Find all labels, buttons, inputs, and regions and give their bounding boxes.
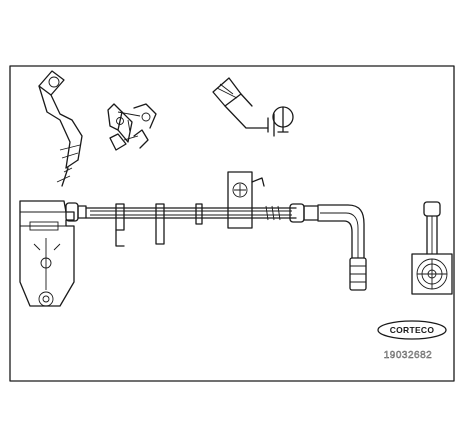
part-number-label: 19032682 bbox=[384, 350, 433, 361]
clip-detail-top-center bbox=[107, 103, 157, 151]
end-view-detail bbox=[411, 201, 453, 295]
bracket-detail-top-left bbox=[38, 70, 83, 187]
brand-logo-text: CORTECO bbox=[390, 325, 435, 335]
brake-hose-assembly bbox=[19, 171, 453, 307]
fitting-detail-top-right bbox=[212, 77, 294, 137]
drawing-frame bbox=[9, 65, 455, 382]
corteco-logo: CORTECO bbox=[377, 320, 447, 340]
